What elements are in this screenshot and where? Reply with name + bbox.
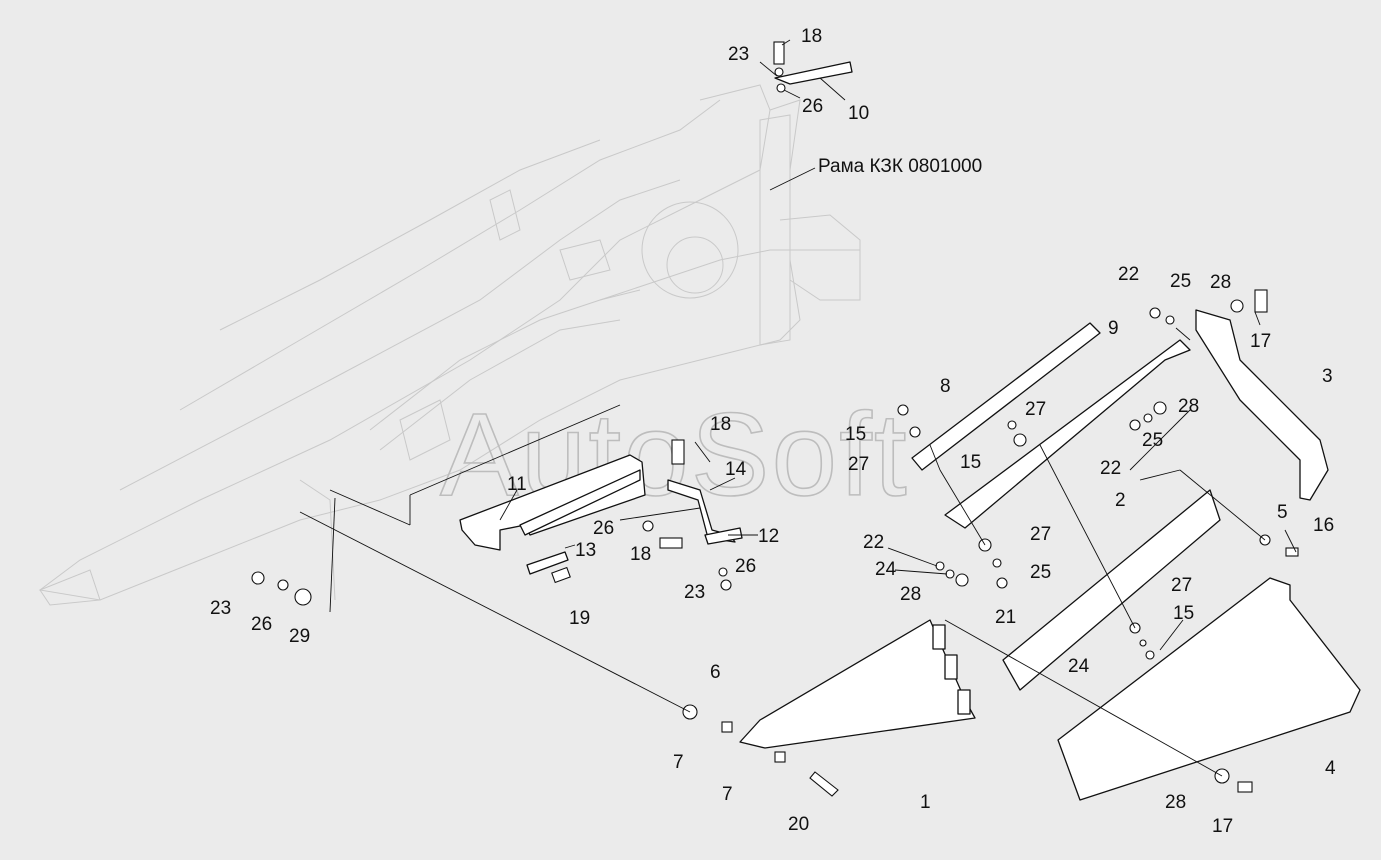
- callout-18-top: 18: [801, 26, 822, 47]
- part-14-bracket: [667, 479, 736, 543]
- callout-22-top: 22: [1118, 264, 1139, 285]
- callout-20: 20: [788, 814, 809, 835]
- part-1-tab-c: [957, 689, 971, 715]
- callout-18-mid: 18: [710, 414, 731, 435]
- callout-22-right: 22: [1100, 458, 1121, 479]
- part-1-tab-b: [944, 654, 958, 680]
- callout-2: 2: [1115, 490, 1126, 511]
- part-2-plate: [1002, 489, 1221, 691]
- washer-26-right: [718, 567, 728, 577]
- frame-ghost: [38, 84, 861, 606]
- callout-9: 9: [1108, 318, 1119, 339]
- callout-28-mid: 28: [900, 584, 921, 605]
- callout-27-left: 27: [848, 454, 869, 475]
- callout-17-bottom: 17: [1212, 816, 1233, 837]
- callout-18-low: 18: [630, 544, 651, 565]
- callout-6: 6: [710, 662, 721, 683]
- callout-8: 8: [940, 376, 951, 397]
- leader-lines: [299, 39, 1297, 777]
- washer-26-mid: [642, 520, 654, 532]
- part-8-strip: [911, 322, 1101, 471]
- callout-labels: 18 23 26 10 11 18 14 12 26 18 26 23 13 1…: [210, 26, 1336, 837]
- callout-28-right: 28: [1178, 396, 1199, 417]
- part-4-panel: [1057, 577, 1361, 801]
- callout-27-upper: 27: [1025, 399, 1046, 420]
- callout-7-b: 7: [722, 784, 733, 805]
- callout-17-top: 17: [1250, 331, 1271, 352]
- callout-27-low: 27: [1171, 575, 1192, 596]
- callout-26-top: 26: [802, 96, 823, 117]
- callout-26-left: 26: [251, 614, 272, 635]
- callout-4: 4: [1325, 758, 1336, 779]
- callout-15-left: 15: [845, 424, 866, 445]
- callout-24-low: 24: [1068, 656, 1090, 677]
- callout-7-a: 7: [673, 752, 684, 773]
- callout-13: 13: [575, 540, 596, 561]
- callout-25-top: 25: [1170, 271, 1191, 292]
- callout-28-top: 28: [1210, 272, 1231, 293]
- part-9-channel: [944, 339, 1191, 529]
- hardware-set: [251, 289, 1299, 797]
- callout-12: 12: [758, 526, 779, 547]
- part-13-strip: [526, 551, 569, 575]
- callout-14: 14: [725, 459, 747, 480]
- callout-26-mid: 26: [593, 518, 614, 539]
- nut-23-mid: [720, 579, 732, 591]
- bolt-19: [551, 566, 571, 584]
- part-12-plate: [704, 527, 743, 545]
- callout-11: 11: [507, 474, 527, 495]
- callout-16: 16: [1313, 515, 1334, 536]
- callout-22-mid: 22: [863, 532, 884, 553]
- callout-27-mid: 27: [1030, 524, 1051, 545]
- callout-10: 10: [848, 103, 869, 124]
- callout-21: 21: [995, 607, 1016, 628]
- callout-25-mid: 24: [875, 559, 897, 580]
- part-1-tab-a: [932, 624, 946, 650]
- bolt-18-low: [659, 537, 683, 549]
- callout-15-mid: 15: [960, 452, 981, 473]
- callout-29: 29: [289, 626, 310, 647]
- callout-28-bottom: 28: [1165, 792, 1186, 813]
- callout-1: 1: [920, 792, 931, 813]
- callout-5: 5: [1277, 502, 1288, 523]
- part-3-channel: [1195, 309, 1329, 501]
- callout-23-top: 23: [728, 44, 749, 65]
- callout-25-right: 25: [1142, 430, 1163, 451]
- callout-3: 3: [1322, 366, 1333, 387]
- callout-23-mid: 23: [684, 582, 705, 603]
- part-11-bracket: [459, 454, 646, 551]
- frame-label: Рама КЗК 0801000: [818, 156, 982, 177]
- callout-19: 19: [569, 608, 590, 629]
- callout-24-mid: 25: [1030, 562, 1051, 583]
- bolt-18-mid: [671, 439, 685, 465]
- callout-23-left: 23: [210, 598, 231, 619]
- callout-15-low: 15: [1173, 603, 1194, 624]
- part-10-bracket: [773, 41, 853, 93]
- callout-26-right: 26: [735, 556, 756, 577]
